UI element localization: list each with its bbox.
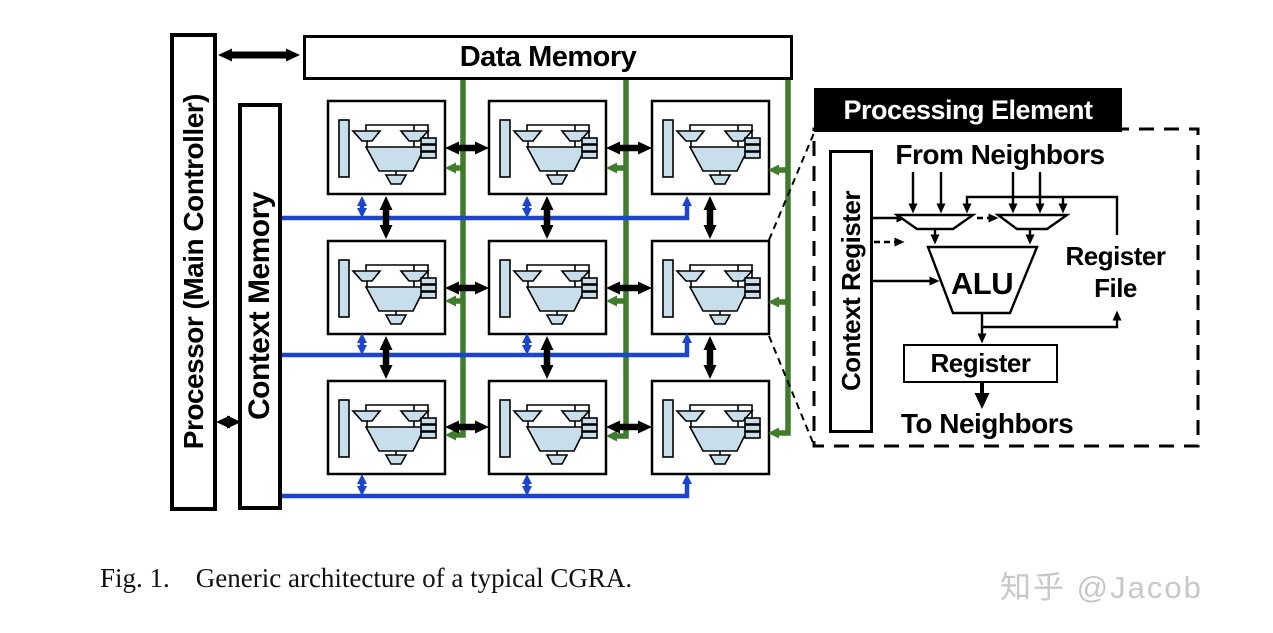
pe-cell <box>650 99 771 196</box>
pe-cell <box>487 99 608 196</box>
processor-label: Processor (Main Controller) <box>177 94 209 450</box>
detail-callout-line <box>768 335 815 446</box>
context-memory-label: Context Memory <box>243 192 276 421</box>
pe-cell <box>650 379 771 476</box>
data-memory-buses <box>445 79 791 442</box>
alu-to-register-file-wire <box>982 310 1122 329</box>
pe-interconnect-arrows <box>216 48 717 434</box>
figure-caption-text: Generic architecture of a typical CGRA. <box>195 563 633 593</box>
data-memory-label: Data Memory <box>459 41 637 73</box>
from-neighbors-label: From Neighbors <box>895 139 1105 170</box>
context-register-box: Context Register <box>829 150 873 433</box>
mux-left <box>893 213 977 231</box>
register-box: Register <box>903 344 1058 383</box>
pe-cell <box>326 99 447 196</box>
processing-element-title: Processing Element <box>814 88 1122 132</box>
figure-number: Fig. 1. <box>100 563 170 593</box>
context-register-label: Context Register <box>835 191 866 392</box>
watermark: 知乎 @Jacob <box>1000 570 1203 605</box>
register-file-feedback-wire <box>962 195 1119 235</box>
pe-array <box>326 99 771 476</box>
pe-detail-view <box>768 127 1200 448</box>
context-buses <box>282 196 692 499</box>
alu-trapezoid <box>926 245 1039 315</box>
data-memory-box: Data Memory <box>303 35 793 80</box>
alu-label: ALU <box>950 266 1014 301</box>
pe-cell <box>326 239 447 336</box>
pe-cell <box>487 239 608 336</box>
detail-callout-line <box>768 132 815 241</box>
register-label: Register <box>930 348 1031 378</box>
to-neighbors-label: To Neighbors <box>900 408 1074 439</box>
figure-caption: Fig. 1. Generic architecture of a typical… <box>100 563 632 594</box>
pe-cell <box>487 379 608 476</box>
pe-cell <box>326 379 447 476</box>
processor-box: Processor (Main Controller) <box>170 33 217 511</box>
register-file-box: Register File <box>1043 235 1188 310</box>
context-memory-box: Context Memory <box>238 103 282 510</box>
mux-right <box>994 213 1071 231</box>
pe-cell <box>650 239 771 336</box>
